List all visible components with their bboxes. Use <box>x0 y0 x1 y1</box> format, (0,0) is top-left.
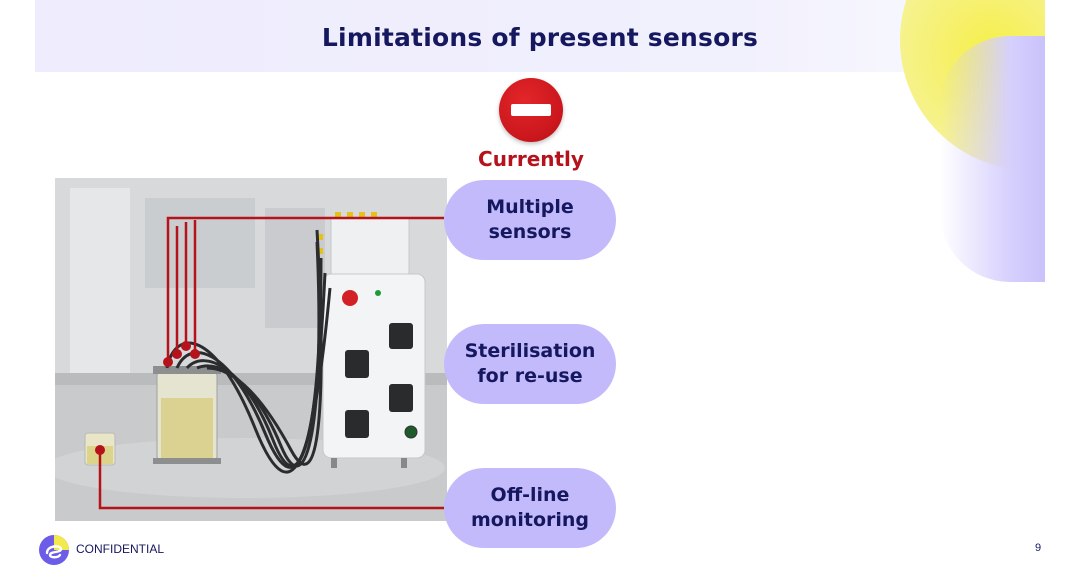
purple-pill-shape <box>940 36 1045 282</box>
decorative-shapes <box>900 0 1045 290</box>
bioreactor-photo <box>55 178 447 521</box>
limitation-offline-monitoring: Off-line monitoring <box>444 468 616 548</box>
limitation-multiple-sensors: Multiple sensors <box>444 180 616 260</box>
confidential-label: CONFIDENTIAL <box>76 542 165 556</box>
swirl-logo-icon <box>39 535 69 565</box>
slide-title: Limitations of present sensors <box>321 23 759 52</box>
limitation-sterilisation: Sterilisation for re-use <box>444 324 616 404</box>
no-entry-icon <box>499 78 563 142</box>
page-number: 9 <box>1034 542 1042 554</box>
status-label: Currently <box>478 147 584 171</box>
title-band <box>35 0 915 72</box>
